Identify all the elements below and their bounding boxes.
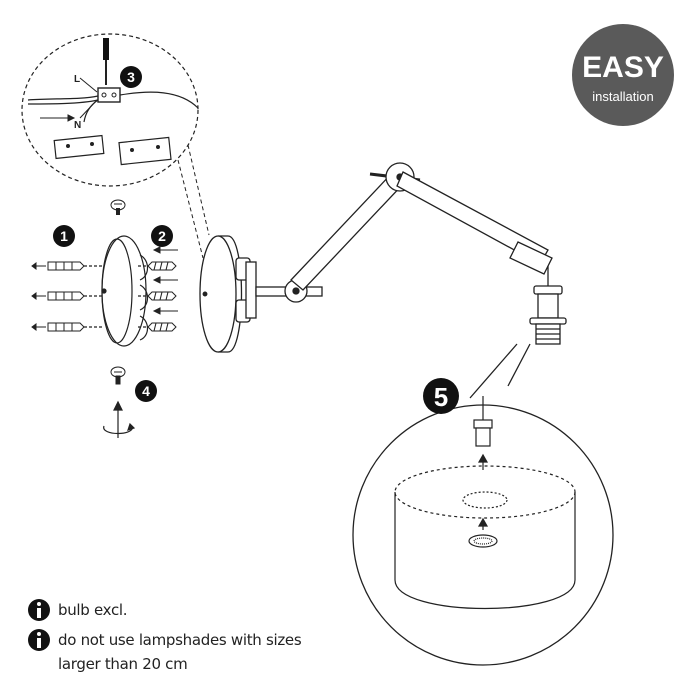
step-4-badge: 4: [135, 380, 157, 402]
wall-plate: [199, 235, 257, 353]
svg-text:3: 3: [127, 69, 135, 85]
lampshade: [394, 396, 576, 610]
lampshade-detail-bubble: [352, 343, 614, 666]
svg-text:4: 4: [142, 383, 150, 399]
note-lampshade-size-cont: larger than 20 cm: [58, 655, 188, 673]
wire-label-l: L: [74, 74, 80, 85]
easy-installation-badge: EASY installation: [572, 24, 674, 126]
badge-title: EASY: [582, 51, 664, 84]
lamp-socket: [529, 285, 567, 345]
wood-screw-icons: [147, 246, 178, 332]
badge-subtitle: installation: [592, 89, 653, 104]
swing-arm: [255, 162, 553, 303]
info-icon: [28, 599, 50, 621]
wall-plug-icons: [31, 261, 85, 332]
fixing-screw-icon: [110, 366, 126, 385]
note-bulb-excluded: bulb excl.: [58, 601, 128, 619]
screw-icon: [110, 199, 126, 215]
wire-label-n: N: [74, 120, 81, 131]
terminal-block-icon: [97, 87, 121, 103]
step-5-badge: 5: [423, 378, 459, 414]
mounting-ring: [84, 235, 158, 347]
rotate-arrow-icon: [103, 400, 136, 438]
info-icon: [28, 629, 50, 651]
note-lampshade-size: do not use lampshades with sizes: [58, 631, 302, 649]
wiring-detail-bubble: [21, 33, 210, 259]
svg-text:1: 1: [60, 228, 68, 244]
step-1-badge: 1: [53, 225, 75, 247]
step-3-badge: 3: [120, 66, 142, 88]
svg-text:5: 5: [434, 382, 448, 412]
step-2-badge: 2: [151, 225, 173, 247]
svg-text:2: 2: [158, 228, 166, 244]
screwdriver-icon: [103, 38, 109, 85]
